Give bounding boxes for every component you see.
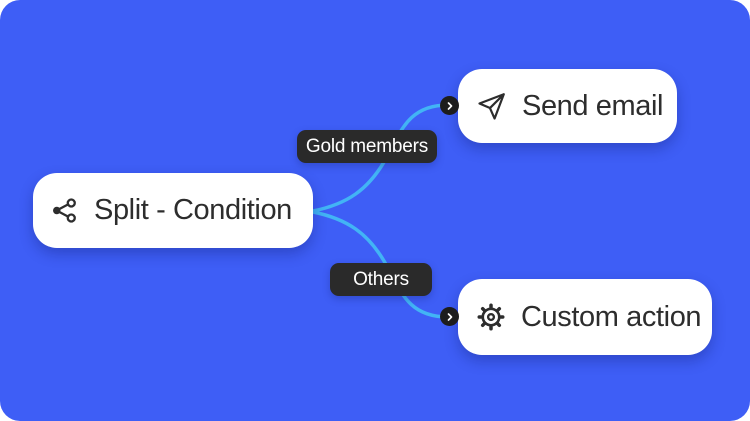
connector-others (311, 210, 450, 319)
split-icon (50, 196, 79, 225)
send-icon (476, 91, 507, 122)
chevron-right-icon (447, 312, 452, 321)
input-port-send-email[interactable] (440, 96, 459, 115)
node-split-condition[interactable]: Split - Condition (33, 173, 313, 248)
branch-label-others[interactable]: Others (330, 263, 432, 296)
branch-label-text: Others (353, 268, 409, 290)
node-send-email[interactable]: Send email (458, 69, 677, 143)
node-label: Send email (522, 89, 664, 122)
node-custom-action[interactable]: Custom action (458, 279, 712, 355)
input-port-custom-action[interactable] (440, 307, 459, 326)
branch-label-text: Gold members (305, 135, 429, 157)
node-label: Custom action (521, 300, 702, 333)
node-label: Split - Condition (94, 194, 292, 226)
branch-label-gold-members[interactable]: Gold members (297, 130, 437, 163)
chevron-right-icon (447, 101, 452, 110)
gear-icon (476, 302, 506, 332)
